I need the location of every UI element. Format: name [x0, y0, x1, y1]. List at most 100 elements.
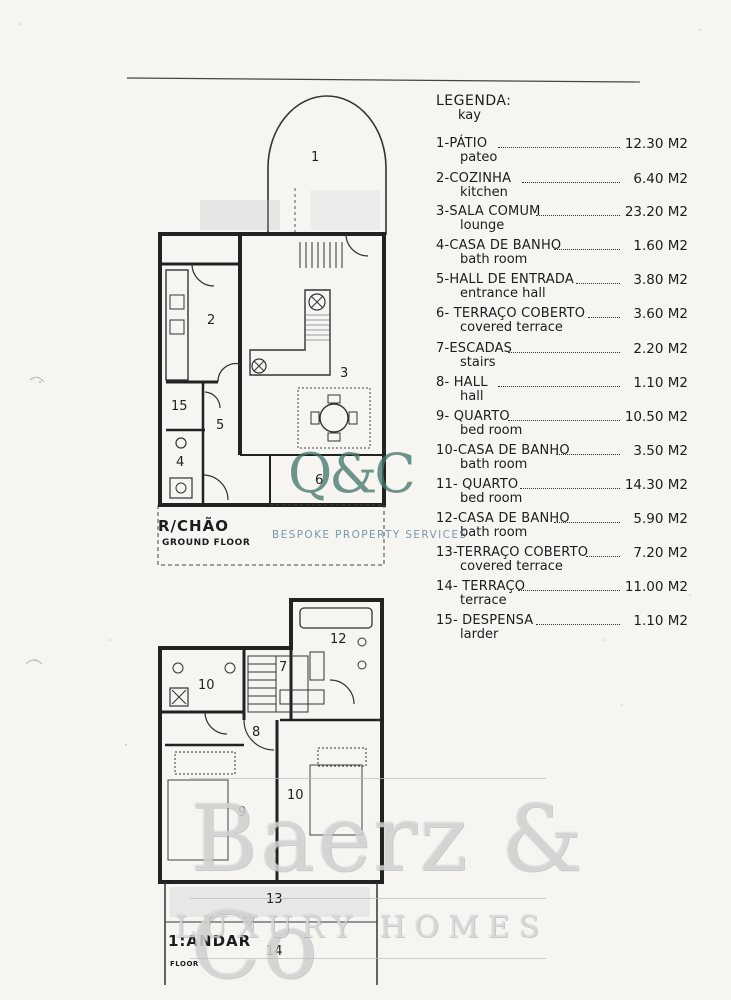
- room-number: 15: [171, 399, 188, 414]
- ground-floor-label: R/CHÃO: [158, 517, 229, 535]
- watermark-divider: [190, 898, 546, 899]
- room-number: 3: [340, 366, 349, 381]
- ground-floor-sublabel: GROUND FLOOR: [162, 538, 251, 548]
- legend-item-name: 12-CASA DE BANHO: [436, 511, 570, 526]
- legend-item-area: 5.90 M2: [633, 511, 688, 527]
- room-number: 9: [238, 805, 247, 820]
- legend-item-leader: [522, 182, 620, 183]
- legend-item-area: 3.80 M2: [633, 272, 688, 288]
- baerz-watermark-tagline: LUXURY HOMES: [175, 910, 549, 945]
- legend-item-leader: [508, 352, 620, 353]
- legend-item-area: 1.10 M2: [633, 375, 688, 391]
- room-number: 7: [279, 660, 288, 675]
- legend-item-leader: [554, 522, 620, 523]
- legend-item-leader: [554, 249, 620, 250]
- first-floor-label: 1:ANDAR: [168, 932, 252, 950]
- watermark-divider: [190, 958, 546, 959]
- legend-item-leader: [586, 556, 620, 557]
- legend-item-translation: covered terrace: [460, 320, 563, 335]
- legend-item-area: 11.00 M2: [624, 579, 688, 595]
- legend-item-translation: bath room: [460, 457, 528, 472]
- legend-item-translation: larder: [460, 627, 499, 642]
- legend-item-translation: stairs: [460, 355, 496, 370]
- legend-subtitle: kay: [458, 108, 481, 123]
- legend-item-name: 9- QUARTO: [436, 409, 510, 424]
- baerz-watermark-logo: Baerz & Co: [190, 785, 585, 999]
- legend-item-translation: kitchen: [460, 185, 508, 200]
- legend-item-area: 12.30 M2: [624, 136, 688, 152]
- legend-item-area: 3.50 M2: [633, 443, 688, 459]
- legend-title: LEGENDA:: [436, 93, 512, 109]
- legend-item-translation: bath room: [460, 252, 528, 267]
- legend-item-area: 1.10 M2: [633, 613, 688, 629]
- legend-item-area: 23.20 M2: [624, 204, 688, 220]
- legend-item-name: 14- TERRAÇO: [436, 579, 526, 594]
- room-number: 5: [216, 418, 225, 433]
- legend-item-name: 11- QUARTO: [436, 477, 519, 492]
- legend-item-area: 6.40 M2: [633, 171, 688, 187]
- legend-item-name: 10-CASA DE BANHO: [436, 443, 570, 458]
- qc-watermark-logo: Q&C: [288, 442, 416, 505]
- legend-item-name: 2-COZINHA: [436, 171, 512, 186]
- legend-item-leader: [508, 420, 620, 421]
- legend-item-leader: [498, 147, 620, 148]
- legend-item-translation: bed room: [460, 491, 523, 506]
- legend-item-translation: covered terrace: [460, 559, 563, 574]
- legend-item-name: 4-CASA DE BANHO: [436, 238, 562, 253]
- legend-item-leader: [518, 590, 620, 591]
- room-number: 13: [266, 892, 283, 907]
- room-number: 1: [311, 150, 320, 165]
- legend-item-translation: terrace: [460, 593, 507, 608]
- legend-item-name: 13-TERRAÇO COBERTO: [436, 545, 589, 560]
- room-number: 2: [207, 313, 216, 328]
- legend-item-area: 1.60 M2: [633, 238, 688, 254]
- room-number: 8: [252, 725, 261, 740]
- legend-item-area: 14.30 M2: [624, 477, 688, 493]
- room-number: 10: [287, 788, 304, 803]
- legend-item-leader: [556, 454, 620, 455]
- room-number: 14: [266, 944, 283, 959]
- legend-item-name: 7-ESCADAS: [436, 341, 513, 356]
- legend-item-name: 3-SALA COMUM: [436, 204, 541, 219]
- watermark-divider: [190, 778, 546, 779]
- legend-item-translation: bath room: [460, 525, 528, 540]
- legend-item-leader: [498, 386, 620, 387]
- legend-item-translation: pateo: [460, 150, 498, 165]
- qc-watermark-tagline: BESPOKE PROPERTY SERVICES: [272, 529, 468, 541]
- legend-item-translation: lounge: [460, 218, 505, 233]
- legend-item-translation: entrance hall: [460, 286, 546, 301]
- room-number: 10: [198, 678, 215, 693]
- room-number: 4: [176, 455, 185, 470]
- legend-item-leader: [536, 215, 620, 216]
- room-number: 6: [315, 473, 324, 488]
- legend-item-area: 2.20 M2: [633, 341, 688, 357]
- legend-item-leader: [576, 283, 620, 284]
- legend-item-leader: [588, 317, 620, 318]
- legend-item-area: 10.50 M2: [624, 409, 688, 425]
- legend-item-leader: [536, 624, 620, 625]
- legend-item-name: 5-HALL DE ENTRADA: [436, 272, 574, 287]
- legend-item-leader: [520, 488, 620, 489]
- legend-item-name: 6- TERRAÇO COBERTO: [436, 306, 586, 321]
- room-number: 12: [330, 632, 347, 647]
- first-floor-sublabel: FLOOR: [170, 960, 199, 968]
